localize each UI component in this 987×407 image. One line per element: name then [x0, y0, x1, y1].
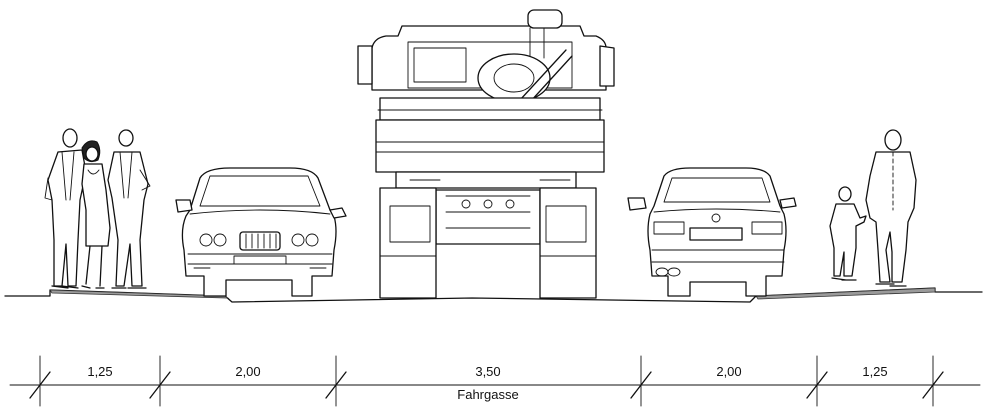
dimension-ticks — [29, 355, 944, 407]
left-sidewalk — [49, 289, 230, 299]
pedestrian-man-left — [44, 128, 87, 289]
dimension-label-3: 3,50 — [475, 364, 500, 379]
pedestrian-group-left — [44, 128, 151, 289]
car-rear-view-right — [627, 167, 797, 297]
truck-rear-view — [357, 9, 615, 299]
dimension-label-1: 1,25 — [87, 364, 112, 379]
right-sidewalk — [755, 287, 936, 300]
car-front-view-left — [175, 167, 347, 297]
dimension-label-2: 2,00 — [235, 364, 260, 379]
dimension-label-4: 2,00 — [716, 364, 741, 379]
pedestrian-man-right — [107, 129, 151, 289]
pedestrian-child — [829, 186, 867, 281]
pedestrian-woman-center — [81, 140, 111, 289]
pedestrian-man-walking — [865, 129, 917, 287]
road-profile — [4, 287, 983, 303]
dimension-label-5: 1,25 — [862, 364, 887, 379]
pedestrian-group-right — [829, 129, 917, 287]
dimension-chain: 1,25 2,00 3,50 Fahrgasse 2,00 1,25 — [9, 355, 981, 407]
dimension-sublabel-3: Fahrgasse — [457, 387, 518, 402]
